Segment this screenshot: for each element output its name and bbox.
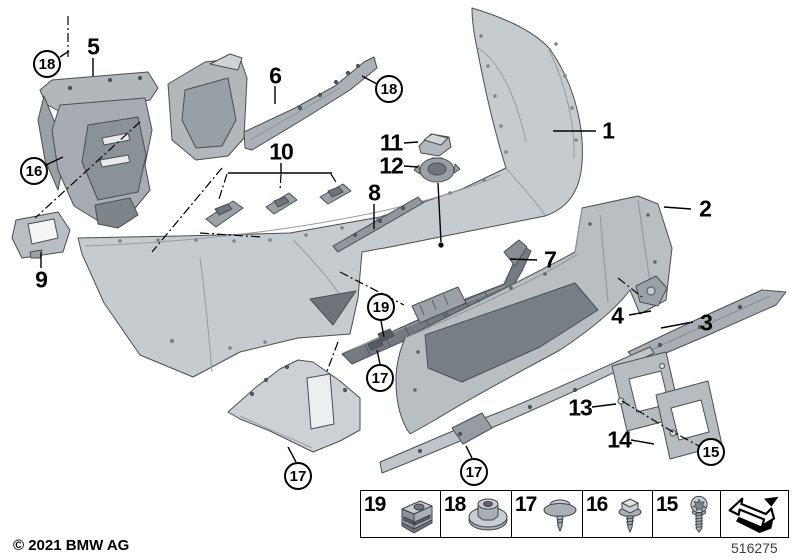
next-diagram-button[interactable] — [721, 491, 788, 537]
part-10-retaining-clips — [205, 183, 352, 228]
part-6-guide-rail — [167, 53, 378, 161]
part-8-mounting-strip — [332, 196, 424, 253]
part-1-bumper-trim-panel — [77, 7, 583, 378]
legend-item-19[interactable]: 19 — [361, 491, 441, 537]
legend-item-label: 16 — [586, 493, 608, 516]
callout-18[interactable]: 18 — [33, 50, 61, 78]
next-diagram-arrow-icon — [728, 496, 779, 534]
callout-13[interactable]: 13 — [568, 394, 593, 421]
callout-11[interactable]: 11 — [379, 129, 403, 156]
copyright-text: © 2021 BMW AG — [13, 537, 130, 554]
callout-19[interactable]: 19 — [367, 293, 395, 321]
callout-7[interactable]: 7 — [544, 246, 557, 273]
callout-5[interactable]: 5 — [87, 33, 100, 60]
legend-item-label: 15 — [656, 493, 678, 516]
leader-lines — [34, 16, 700, 463]
callout-14[interactable]: 14 — [607, 426, 632, 453]
callout-4[interactable]: 4 — [611, 302, 624, 329]
hex-screw-icon — [618, 498, 642, 534]
legend-item-label: 17 — [515, 493, 537, 516]
part-5-mounting-bracket — [37, 71, 159, 229]
callout-16[interactable]: 16 — [20, 157, 48, 185]
legend-item-18[interactable]: 18 — [441, 491, 512, 537]
callout-18[interactable]: 18 — [375, 75, 403, 103]
flange-nut-icon — [468, 498, 508, 531]
legend-item-label: 18 — [444, 493, 466, 516]
legend-item-15[interactable]: 15 — [653, 491, 721, 537]
torx-screw-icon — [690, 495, 708, 533]
diagram-number: 516275 — [731, 540, 778, 556]
washer-screw-icon — [543, 499, 577, 533]
callout-17[interactable]: 17 — [284, 462, 312, 490]
callout-17[interactable]: 17 — [366, 364, 394, 392]
fastener-legend: 19 18 — [360, 490, 789, 538]
legend-item-17[interactable]: 17 — [512, 491, 583, 537]
side-skirt-corner — [227, 359, 361, 453]
callout-10[interactable]: 10 — [269, 138, 294, 165]
callout-2[interactable]: 2 — [699, 195, 712, 222]
part-2-lower-bumper-section — [395, 195, 673, 435]
callout-15[interactable]: 15 — [697, 438, 725, 466]
legend-item-label: 19 — [364, 493, 386, 516]
callout-3[interactable]: 3 — [700, 309, 713, 336]
part-11-sensor-holder-top — [418, 133, 452, 157]
part-12-sensor-holder-base — [413, 157, 461, 183]
callout-8[interactable]: 8 — [368, 179, 381, 206]
part-9-cover-cap — [11, 211, 71, 259]
legend-item-16[interactable]: 16 — [583, 491, 653, 537]
part-4-bracket — [635, 275, 668, 307]
callout-1[interactable]: 1 — [602, 117, 615, 144]
clip-nut-icon — [401, 500, 433, 534]
callout-17[interactable]: 17 — [460, 458, 488, 486]
callout-6[interactable]: 6 — [269, 62, 282, 89]
callout-9[interactable]: 9 — [35, 266, 48, 293]
callout-12[interactable]: 12 — [379, 152, 404, 179]
